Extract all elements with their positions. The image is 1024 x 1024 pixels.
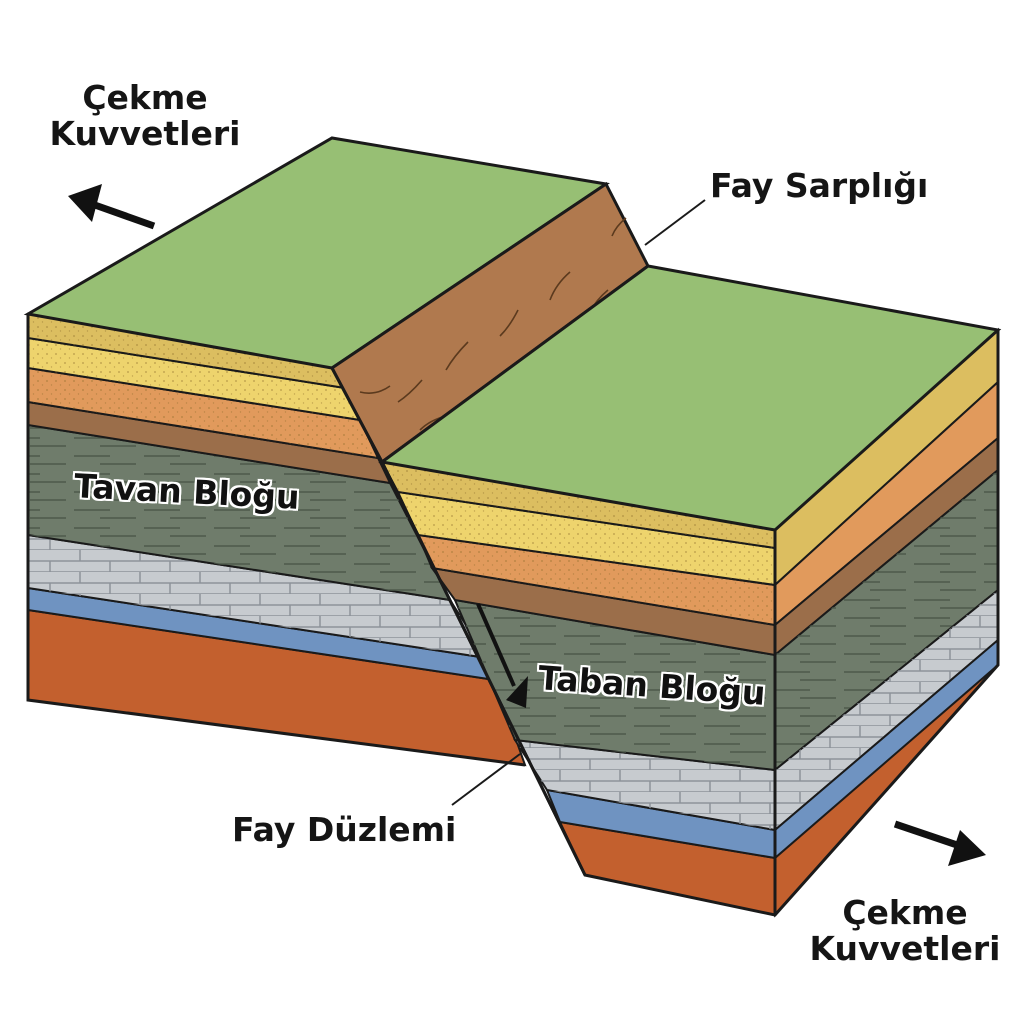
slip-arrow bbox=[476, 603, 528, 708]
force-label-top-left: Çekme Kuvvetleri bbox=[40, 78, 250, 154]
scarp-leader-line bbox=[644, 199, 706, 246]
force-label-top-left-line2: Kuvvetleri bbox=[49, 114, 241, 154]
force-label-bottom-right-line2: Kuvvetleri bbox=[809, 929, 1001, 969]
fault-plane-label: Fay Düzlemi bbox=[232, 810, 457, 849]
fault-plane-line bbox=[330, 367, 587, 876]
fault-scarp-label: Fay Sarplığı bbox=[710, 166, 929, 205]
fault-plane-leader-line bbox=[451, 753, 521, 806]
force-label-top-left-line1: Çekme bbox=[82, 78, 208, 117]
force-arrow-left bbox=[68, 184, 156, 230]
force-label-bottom-right: Çekme Kuvvetleri bbox=[800, 893, 1010, 969]
force-arrow-right bbox=[893, 820, 986, 866]
left-block bbox=[23, 136, 610, 767]
force-label-bottom-right-line1: Çekme bbox=[842, 893, 968, 932]
right-block bbox=[378, 264, 1002, 918]
